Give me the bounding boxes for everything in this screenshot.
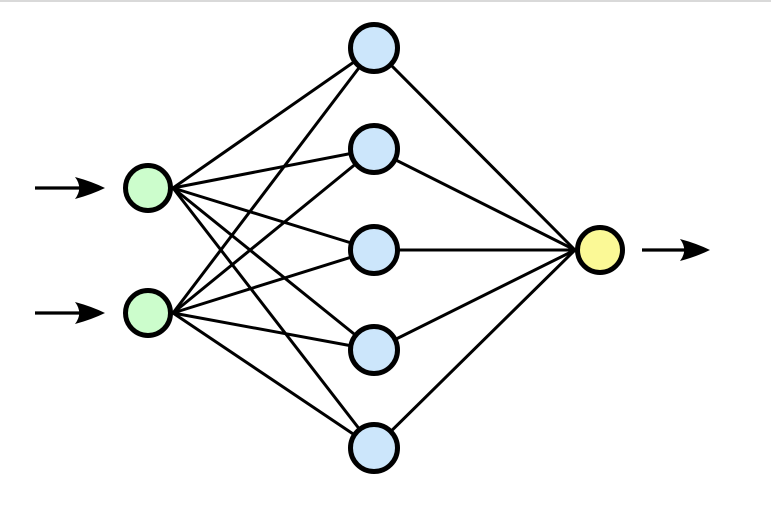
edge-input-2-to-hidden-4 — [172, 311, 375, 352]
edge-input-2-to-hidden-1 — [171, 47, 376, 314]
edge-hidden-5-to-output-1 — [372, 248, 577, 450]
edge-hidden-2-to-output-1 — [373, 147, 576, 252]
input-arrow-2-head — [75, 302, 105, 324]
window-top-border — [0, 0, 771, 2]
edge-input-2-to-hidden-3 — [172, 248, 375, 315]
edge-input-2-to-hidden-5 — [172, 311, 375, 450]
edge-input-1-to-hidden-5 — [171, 187, 376, 449]
hidden-node-hidden-4 — [348, 324, 400, 376]
hidden-node-hidden-3 — [348, 224, 400, 276]
edge-input-2-to-hidden-2 — [172, 147, 375, 315]
edge-input-1-to-hidden-3 — [172, 186, 375, 252]
hidden-node-hidden-2 — [348, 123, 400, 175]
edge-hidden-4-to-output-1 — [373, 248, 576, 352]
edge-input-1-to-hidden-4 — [172, 186, 375, 352]
input-node-input-2 — [123, 288, 173, 338]
hidden-node-hidden-1 — [348, 22, 400, 74]
hidden-node-hidden-5 — [348, 422, 400, 474]
input-arrow-1-head — [75, 177, 105, 199]
input-node-input-1 — [123, 163, 173, 213]
output-node-output-1 — [575, 225, 625, 275]
output-arrow-head — [680, 239, 710, 261]
edge-input-1-to-hidden-2 — [172, 147, 375, 190]
edge-hidden-1-to-output-1 — [372, 46, 577, 252]
edge-input-1-to-hidden-1 — [172, 46, 375, 190]
